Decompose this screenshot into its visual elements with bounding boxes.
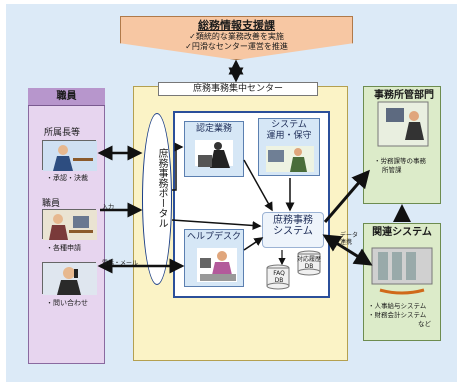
manager-photo	[42, 140, 97, 171]
phone-user-icon	[43, 263, 97, 295]
phone-staff-photo	[42, 262, 97, 295]
case-db-label: 対応履歴 DB	[296, 256, 321, 270]
helpdesk-label: ヘルプデスク	[186, 232, 241, 242]
data-link-label: データ 連携	[340, 232, 359, 246]
office-caption-1: ・労務課等の事務	[374, 157, 426, 165]
system-ops-label: システム 運用・保守	[266, 120, 312, 141]
system-label: 庶務事務 システム	[273, 215, 313, 237]
portal-ellipse	[142, 113, 172, 285]
related-caption-2: ・財務会計システム	[368, 311, 427, 319]
manager-icon	[43, 141, 97, 171]
hq-line-2: ✓円滑なセンター運営を推進	[185, 42, 288, 51]
faq-db-label: FAQ DB	[273, 270, 285, 284]
staff-title: 職員	[28, 88, 105, 106]
staff-group1-caption: ・承認・決裁	[46, 174, 88, 182]
related-caption-3: など	[418, 320, 431, 328]
portal-label: 庶務事務ポータル	[156, 148, 167, 228]
phone-mail-label: 電話・メール	[102, 260, 139, 267]
office-title: 事務所管部門	[374, 90, 434, 101]
staff-group2-name: 職員	[42, 199, 61, 209]
related-caption-1: ・人事給与システム	[368, 302, 427, 310]
center-title: 庶務事務集中センター	[158, 82, 318, 96]
staff-photo	[42, 209, 97, 240]
approval-label: 認定業務	[195, 124, 232, 134]
office-panel	[363, 86, 441, 204]
staff-group3-caption: ・問い合わせ	[46, 299, 88, 307]
hq-title: 総務情報支援課	[198, 19, 275, 32]
related-systems-title: 関連システム	[372, 227, 432, 238]
hq-line-1: ✓類統的な業務改善を実施	[189, 32, 284, 41]
office-worker-icon	[43, 210, 97, 240]
staff-group1-name: 所属長等	[44, 128, 81, 138]
office-caption-2: 所管課	[382, 166, 402, 174]
staff-group2-caption: ・各種申請	[46, 244, 81, 252]
system-box	[262, 212, 324, 248]
input-label: 入力	[102, 204, 115, 211]
